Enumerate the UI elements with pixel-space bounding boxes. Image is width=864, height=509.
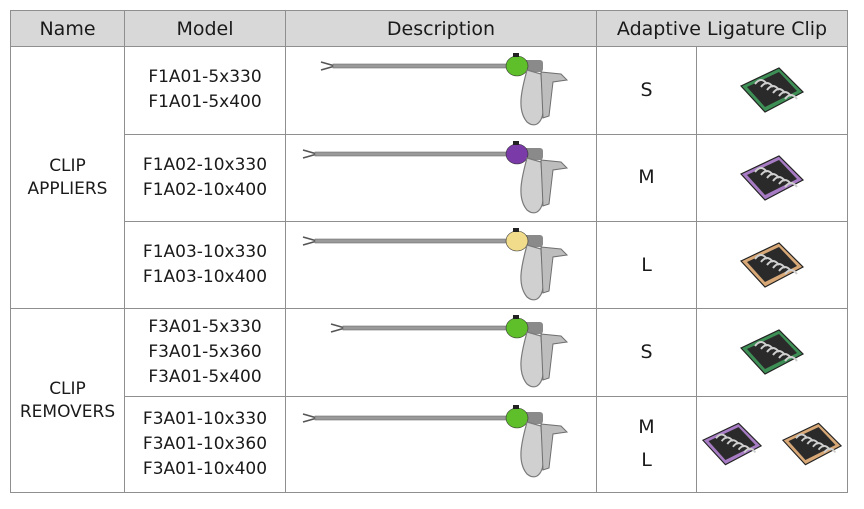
rotation-knob <box>505 407 529 429</box>
clip-cartridge-image <box>695 308 849 397</box>
cartridge-well <box>747 72 797 108</box>
clip-size: M L <box>596 395 697 494</box>
fixed-handle <box>520 156 544 214</box>
instrument-shaft <box>342 326 518 331</box>
clip-cartridge-image <box>695 395 849 494</box>
clip-size: M <box>596 133 697 222</box>
model-cell: F1A01-5x330 F1A01-5x400 <box>124 46 286 135</box>
model-number: F1A01-5x400 <box>148 92 262 113</box>
group-name-line1: CLIP <box>49 378 86 399</box>
clip-loop <box>784 94 798 100</box>
group-name-line2: APPLIERS <box>27 178 108 199</box>
model-number: F1A02-10x330 <box>142 154 268 175</box>
cartridge-well <box>788 427 836 461</box>
clip-loop <box>784 269 798 275</box>
table-row: F1A02-10x330 F1A02-10x400 M <box>11 133 849 222</box>
rotation-knob <box>505 318 529 339</box>
model-cell: F3A01-5x330 F3A01-5x360 F3A01-5x400 <box>124 308 286 397</box>
model-number: F1A03-10x330 <box>142 242 268 263</box>
model-number: F3A01-5x400 <box>148 366 262 387</box>
knob-cap <box>513 405 519 410</box>
header-row: Name Model Description Adaptive Ligature… <box>10 9 849 48</box>
model-number: F3A01-10x400 <box>142 458 268 479</box>
model-number: F1A02-10x400 <box>142 179 268 200</box>
model-number: F1A03-10x400 <box>142 267 268 288</box>
header-clip: Adaptive Ligature Clip <box>595 9 849 48</box>
knob-cap <box>513 228 519 233</box>
instrument-illustration <box>285 133 597 222</box>
rotation-knob <box>505 230 529 252</box>
instrument-shaft <box>314 238 518 244</box>
model-cell: F1A03-10x330 F1A03-10x400 <box>124 220 286 310</box>
knob-cap <box>513 140 519 145</box>
table-row: CLIP REMOVERS F3A01-5x330 F3A01-5x360 F3… <box>10 308 849 493</box>
product-table: Name Model Description Adaptive Ligature… <box>10 9 849 494</box>
clip-loop <box>784 181 798 188</box>
model-number: F3A01-5x360 <box>148 341 262 362</box>
group-name-appliers: CLIP APPLIERS <box>10 46 125 310</box>
trigger-handle <box>540 333 569 382</box>
instrument-illustration <box>285 46 597 135</box>
clip-cartridge-icon <box>781 422 843 466</box>
instrument-shaft <box>332 64 518 69</box>
clip-size: S <box>596 46 697 135</box>
clip-loop <box>823 448 837 454</box>
fixed-handle <box>520 244 544 301</box>
clip-cartridge-image <box>695 220 849 310</box>
instrument-shaft <box>314 151 518 156</box>
clip-size-label: S <box>640 340 653 363</box>
table-row: F1A03-10x330 F1A03-10x400 L <box>11 220 849 310</box>
model-cell: F1A02-10x330 F1A02-10x400 <box>124 133 286 222</box>
clip-cartridge-image <box>695 133 849 222</box>
fixed-handle <box>520 69 544 126</box>
cartridge-well <box>747 159 797 195</box>
table-row: CLIP APPLIERS F1A01-5x330 F1A01-5x400 S <box>10 46 849 310</box>
table-row: F3A01-10x330 F3A01-10x360 F3A01-10x400 M… <box>11 395 849 494</box>
cartridge-well <box>708 427 756 461</box>
fixed-handle <box>520 421 544 478</box>
group-name-line1: CLIP <box>49 155 86 176</box>
clip-cartridge-icon <box>740 242 805 288</box>
clip-size-label: S <box>640 78 653 101</box>
model-number: F3A01-5x330 <box>148 316 262 337</box>
fixed-handle <box>520 331 544 388</box>
cartridge-well <box>747 334 797 370</box>
clip-loop <box>743 448 757 454</box>
instrument-shaft <box>314 415 518 421</box>
model-number: F3A01-10x330 <box>142 408 268 429</box>
clip-size-label: M <box>638 166 655 189</box>
trigger-handle <box>540 159 569 207</box>
model-number: F1A01-5x330 <box>148 67 262 88</box>
group-name-line2: REMOVERS <box>19 401 116 422</box>
clip-cartridge-icon <box>701 422 763 466</box>
trigger-handle <box>540 246 569 294</box>
trigger-handle <box>540 423 569 471</box>
instrument-illustration <box>285 395 597 494</box>
rotation-knob <box>505 56 529 77</box>
knob-cap <box>513 315 519 320</box>
instrument-illustration <box>285 220 597 310</box>
group-name-removers: CLIP REMOVERS <box>10 308 125 493</box>
header-description: Description <box>285 9 597 48</box>
cartridge-well <box>747 247 797 283</box>
clip-loop <box>784 356 798 363</box>
knob-cap <box>513 53 519 58</box>
trigger-handle <box>540 71 569 119</box>
clip-size-label: M <box>638 416 655 439</box>
clip-size: S <box>596 308 697 397</box>
header-model: Model <box>124 9 286 48</box>
clip-cartridge-icon <box>740 329 805 376</box>
model-cell: F3A01-10x330 F3A01-10x360 F3A01-10x400 <box>124 395 286 494</box>
model-number: F3A01-10x360 <box>142 433 268 454</box>
clip-cartridge-icon <box>740 154 805 201</box>
header-name: Name <box>10 9 125 48</box>
clip-size-label: L <box>641 449 652 472</box>
instrument-illustration <box>285 308 597 397</box>
clip-size-label: L <box>641 253 652 276</box>
clip-size: L <box>596 220 697 310</box>
clip-cartridge-icon <box>740 67 805 114</box>
clip-cartridge-image <box>695 46 849 135</box>
rotation-knob <box>505 143 529 164</box>
